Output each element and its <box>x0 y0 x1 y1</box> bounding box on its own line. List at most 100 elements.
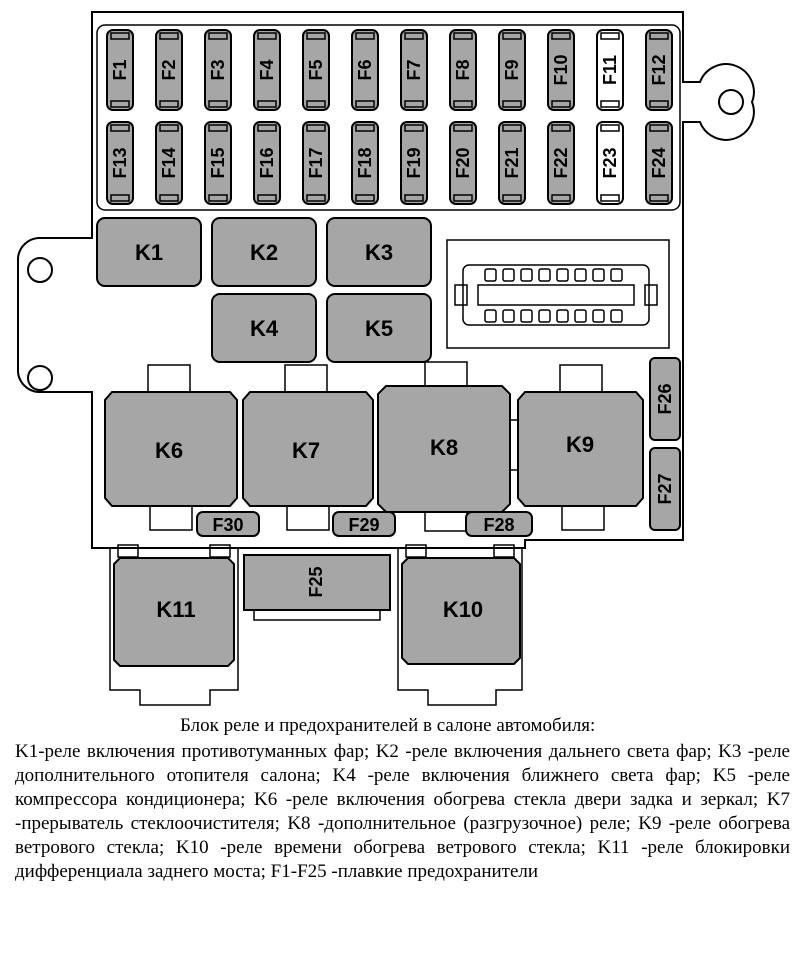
fuse-f22: F22 <box>547 121 575 205</box>
fuse-label: F11 <box>600 55 620 85</box>
connector-pin <box>484 309 497 323</box>
diagnostic-connector <box>446 239 670 349</box>
caption-title: Блок реле и предохранителей в салоне авт… <box>180 715 596 736</box>
svg-text:F30: F30 <box>212 515 243 535</box>
connector-pin <box>520 309 533 323</box>
fuse-f21: F21 <box>498 121 526 205</box>
fuse-f10: F10 <box>547 29 575 111</box>
fuse-f13: F13 <box>106 121 134 205</box>
fuse-label: F15 <box>208 147 228 178</box>
fuse-f19: F19 <box>400 121 428 205</box>
fuse-f11: F11 <box>596 29 624 111</box>
fuse-f3: F3 <box>204 29 232 111</box>
connector-pin <box>574 268 587 282</box>
connector-pin <box>502 268 515 282</box>
relay-label: K4 <box>250 316 279 341</box>
fuse-f15: F15 <box>204 121 232 205</box>
fuse-f24: F24 <box>645 121 673 205</box>
fuse-f4: F4 <box>253 29 281 111</box>
connector-pin <box>574 309 587 323</box>
fuse-label: F16 <box>257 147 277 178</box>
fuse-label: F12 <box>649 54 669 85</box>
fuse-panel-frame <box>96 24 681 211</box>
mounting-hole-right <box>718 89 744 115</box>
fuse-label: F24 <box>649 147 669 178</box>
connector-pin <box>610 268 623 282</box>
fuse-f30: F30 <box>196 511 260 537</box>
fuse-label: F17 <box>306 147 326 178</box>
fuse-label: F23 <box>600 147 620 178</box>
connector-pin <box>538 309 551 323</box>
fuse-f29: F29 <box>332 511 396 537</box>
relay-label: K1 <box>135 240 163 265</box>
connector-pin <box>520 268 533 282</box>
relay-label: K2 <box>250 240 278 265</box>
fuse-f1: F1 <box>106 29 134 111</box>
fuse-label: F13 <box>110 147 130 178</box>
connector-pin <box>592 309 605 323</box>
fuse-f20: F20 <box>449 121 477 205</box>
relay-label: K7 <box>292 438 320 463</box>
fuse-label: F21 <box>502 147 522 178</box>
fuse-f2: F2 <box>155 29 183 111</box>
relay-k2: K2 <box>211 217 317 287</box>
connector-pin <box>502 309 515 323</box>
fuse-label: F20 <box>453 147 473 178</box>
fuse-label: F9 <box>502 59 522 80</box>
fuse-f14: F14 <box>155 121 183 205</box>
fuse-f27: F27 <box>649 447 681 531</box>
relay-k5: K5 <box>326 293 432 363</box>
svg-text:F25: F25 <box>306 566 326 597</box>
fuse-label: F19 <box>404 147 424 178</box>
relay-label: K6 <box>155 438 183 463</box>
fuse-label: F14 <box>159 147 179 178</box>
fuse-f18: F18 <box>351 121 379 205</box>
relay-k1: K1 <box>96 217 202 287</box>
caption-body: K1-реле включения противотуманных фар; K… <box>15 741 790 882</box>
relay-k3: K3 <box>326 217 432 287</box>
fuse-f7: F7 <box>400 29 428 111</box>
fuse-label: F18 <box>355 147 375 178</box>
connector-pin <box>592 268 605 282</box>
relay-k6: K6 <box>104 364 238 531</box>
fuse-f5: F5 <box>302 29 330 111</box>
fuse-f12: F12 <box>645 29 673 111</box>
relay-k8: K8 <box>377 361 520 532</box>
fuse-label: F7 <box>404 59 424 80</box>
fuse-f23: F23 <box>596 121 624 205</box>
fuse-label: F5 <box>306 59 326 80</box>
relay-k11: K11 <box>109 544 239 706</box>
fuse-label: F1 <box>110 59 130 80</box>
relay-label: K8 <box>430 435 458 460</box>
fuse-f8: F8 <box>449 29 477 111</box>
fuse-label: F8 <box>453 59 473 80</box>
fuse-f6: F6 <box>351 29 379 111</box>
relay-label: K10 <box>443 597 483 622</box>
relay-label: K3 <box>365 240 393 265</box>
connector-pin <box>484 268 497 282</box>
fuse-label: F4 <box>257 59 277 80</box>
relay-k10: K10 <box>397 544 523 706</box>
svg-text:F26: F26 <box>655 383 675 414</box>
relay-label: K9 <box>566 432 594 457</box>
fuse-label: F22 <box>551 147 571 178</box>
relay-label: K5 <box>365 316 393 341</box>
svg-text:F27: F27 <box>655 473 675 504</box>
fuse-label: F2 <box>159 59 179 80</box>
relay-label: K11 <box>156 597 195 622</box>
fuse-label: F10 <box>551 54 571 85</box>
fuse-label: F3 <box>208 59 228 80</box>
fuse-f25: F25 <box>243 554 391 621</box>
fuse-label: F6 <box>355 59 375 80</box>
fuse-f16: F16 <box>253 121 281 205</box>
fuse-f17: F17 <box>302 121 330 205</box>
mounting-hole-left-top <box>27 257 53 283</box>
connector-pin <box>538 268 551 282</box>
svg-text:F28: F28 <box>483 515 514 535</box>
relay-k7: K7 <box>242 364 374 531</box>
connector-pin <box>556 268 569 282</box>
connector-pin <box>610 309 623 323</box>
mounting-hole-left-bottom <box>27 365 53 391</box>
relay-k4: K4 <box>211 293 317 363</box>
